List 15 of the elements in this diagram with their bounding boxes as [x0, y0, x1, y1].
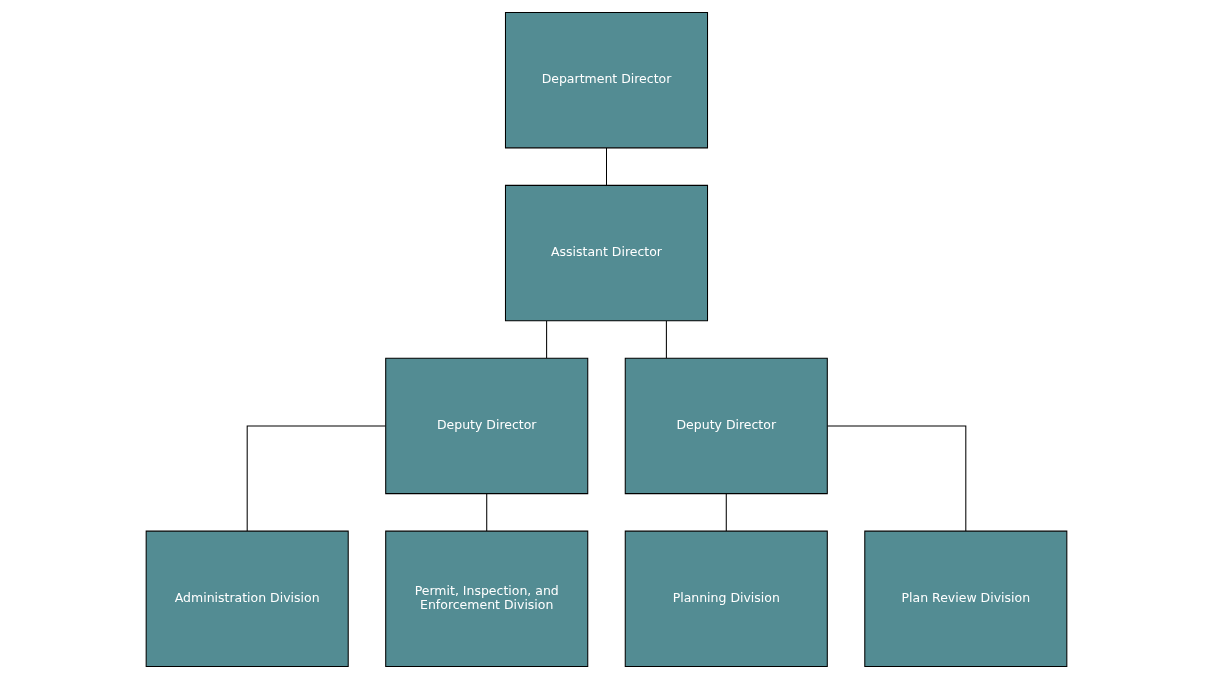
node-box: Permit, Inspection, and Enforcement Division — [385, 530, 589, 668]
connector — [606, 147, 607, 186]
connector — [665, 320, 667, 359]
node-box: Deputy Director — [624, 357, 828, 495]
node-box: Deputy Director — [385, 357, 589, 495]
node-box: Department Director — [504, 11, 709, 149]
node-box: Administration Division — [145, 530, 349, 668]
connector — [486, 493, 488, 532]
node-box: Plan Review Division — [864, 530, 1068, 668]
node-box: Planning Division — [624, 530, 828, 668]
connector — [546, 320, 548, 359]
connector — [827, 425, 967, 532]
connector — [246, 425, 386, 532]
connector — [725, 493, 727, 532]
node-box: Assistant Director — [504, 184, 709, 322]
